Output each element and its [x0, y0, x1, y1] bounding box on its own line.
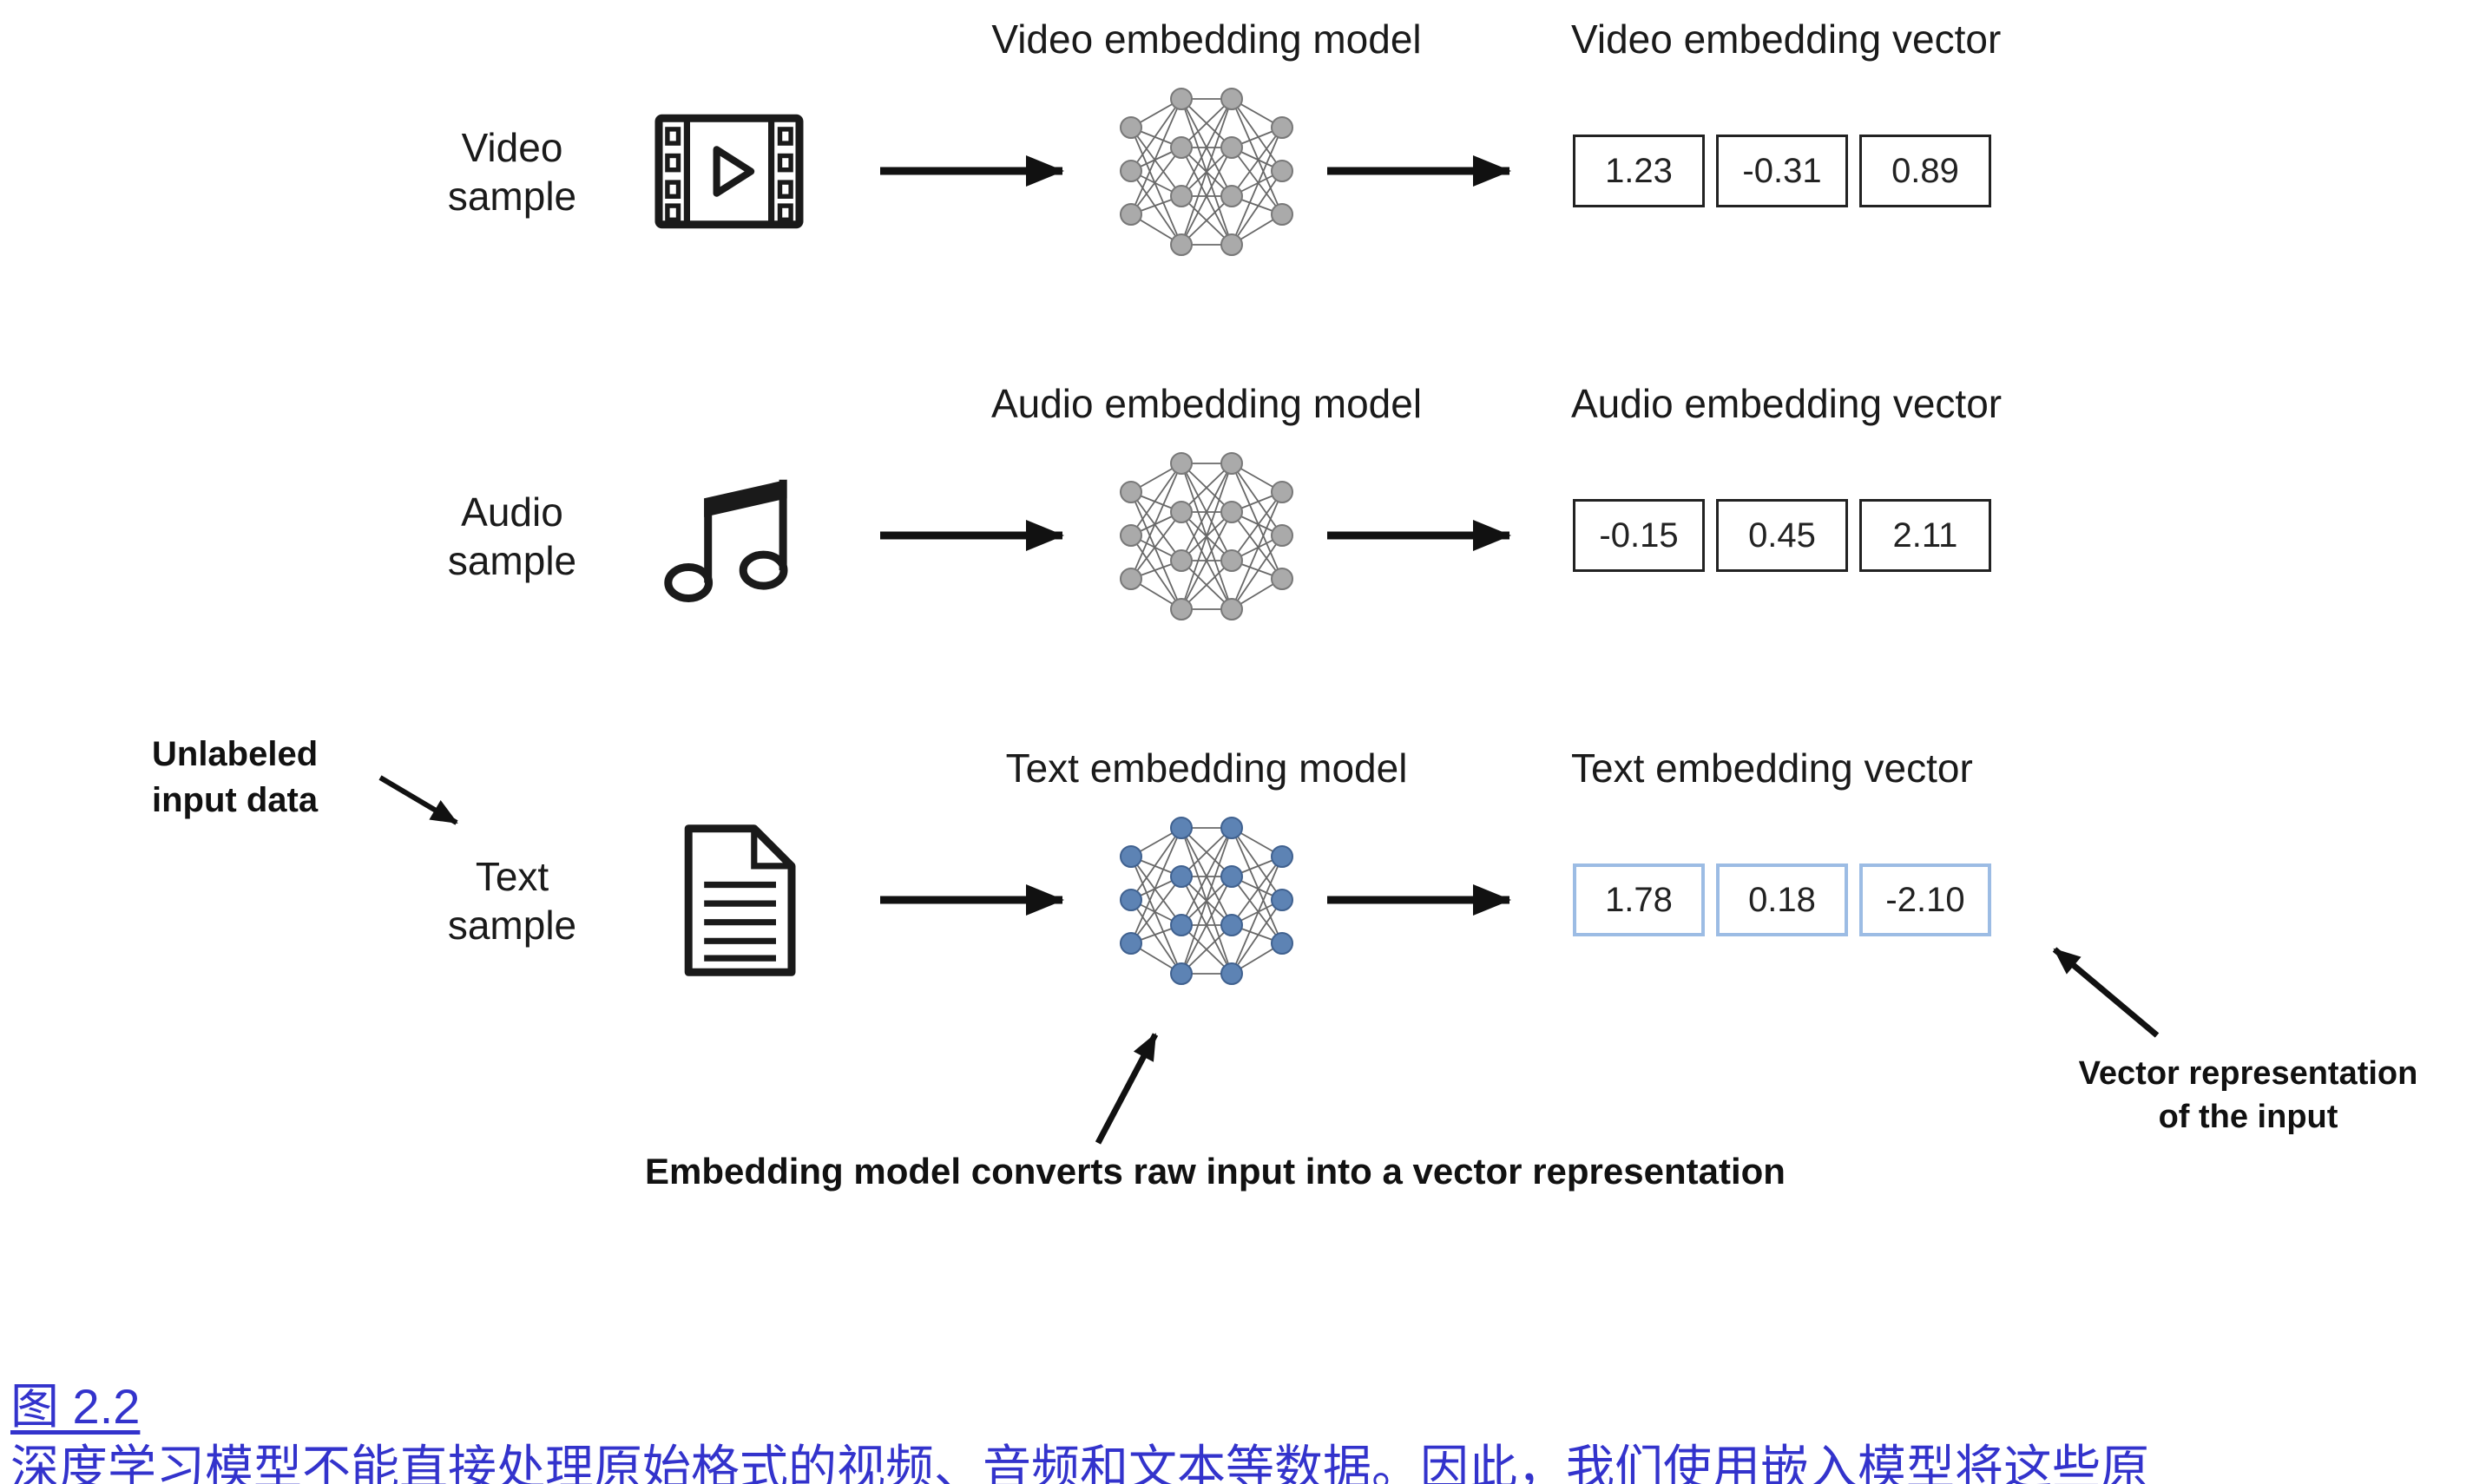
vector-representation-note: Vector representation of the input	[2078, 1055, 2418, 1136]
video-vector-title: Video embedding vector	[1571, 16, 2002, 62]
arrow-right-icon	[880, 520, 1064, 551]
arrow-up-left-icon	[2052, 947, 2160, 1038]
unlabeled-input-note: Unlabeled input data	[152, 735, 319, 819]
text-model-title: Text embedding model	[1005, 745, 1408, 791]
vector-value: 0.45	[1716, 499, 1848, 572]
arrow-up-icon	[1095, 1033, 1159, 1145]
vector-value: -2.10	[1859, 863, 1991, 936]
vector-value: -0.15	[1573, 499, 1705, 572]
arrow-right-icon	[1327, 884, 1511, 916]
text-sample-label: Text sample	[447, 854, 577, 949]
audio-model-title: Audio embedding model	[990, 381, 1423, 426]
vector-value: 0.18	[1716, 863, 1848, 936]
text-vector-title: Text embedding vector	[1571, 745, 1973, 791]
vector-value: 0.89	[1859, 135, 1991, 207]
vector-value: 2.11	[1859, 499, 1991, 572]
vector-value: 1.78	[1573, 863, 1705, 936]
video-vector: 1.23 -0.31 0.89	[1573, 135, 1991, 207]
vector-value: 1.23	[1573, 135, 1705, 207]
arrow-down-right-icon	[378, 775, 458, 825]
vector-value: -0.31	[1716, 135, 1848, 207]
neural-network-icon	[1120, 88, 1293, 256]
neural-network-icon	[1120, 817, 1293, 985]
arrow-right-icon	[880, 884, 1064, 916]
audio-sample-label: Audio sample	[447, 489, 577, 584]
embedding-model-note: Embedding model converts raw input into …	[645, 1151, 1786, 1192]
music-note-icon	[651, 456, 807, 616]
arrow-right-icon	[880, 155, 1064, 187]
text-vector: 1.78 0.18 -2.10	[1573, 863, 1991, 936]
audio-vector-title: Audio embedding vector	[1571, 381, 2003, 426]
arrow-right-icon	[1327, 155, 1511, 187]
figure-number: 图 2.2	[10, 1378, 141, 1434]
audio-vector: -0.15 0.45 2.11	[1573, 499, 1991, 572]
figure-caption: 图 2.2 深度学习模型不能直接处理原始格式的视频、音频和文本等数据。因此，我们…	[10, 1313, 2476, 1484]
video-model-title: Video embedding model	[991, 16, 1422, 62]
video-sample-label: Video sample	[447, 125, 577, 220]
video-film-icon	[651, 91, 807, 252]
neural-network-icon	[1120, 452, 1293, 621]
figure-caption-text: 深度学习模型不能直接处理原始格式的视频、音频和文本等数据。因此，我们使用嵌入模型…	[10, 1441, 2149, 1484]
document-icon	[651, 820, 807, 981]
arrow-right-icon	[1327, 520, 1511, 551]
